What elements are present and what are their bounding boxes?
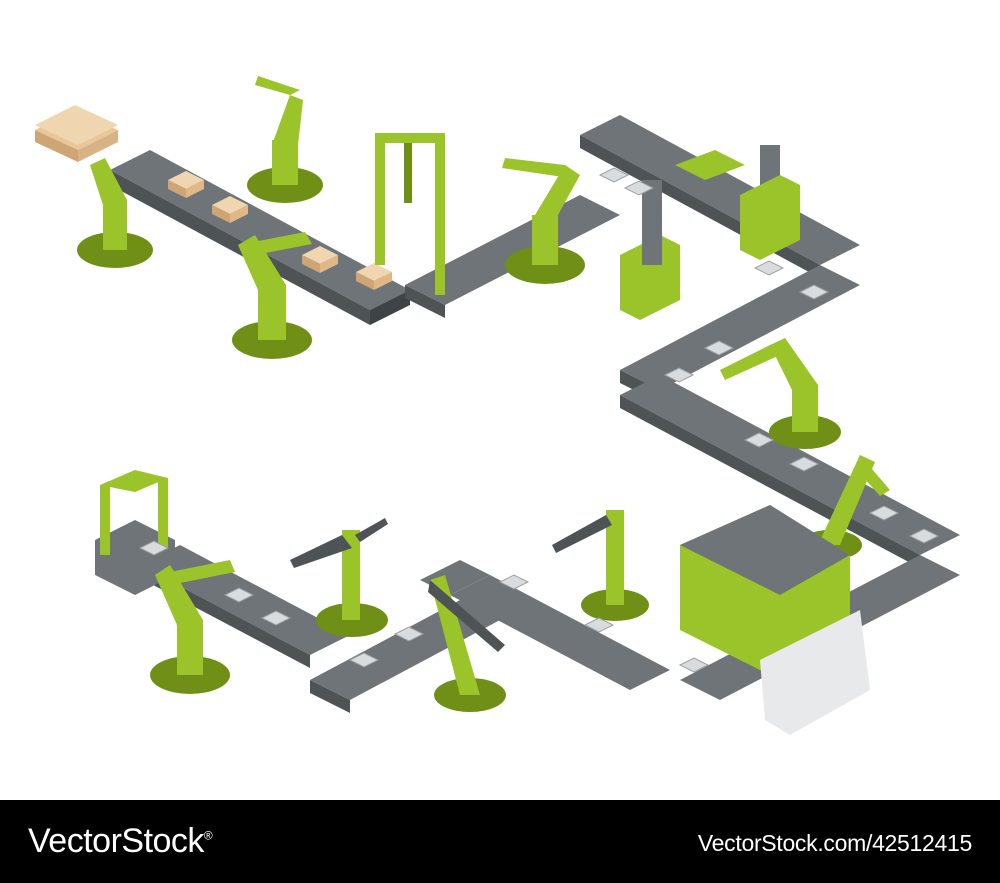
registered-mark: ® — [203, 828, 213, 843]
robot-arm-icon — [232, 232, 312, 359]
robot-arm-icon — [428, 575, 506, 712]
watermark-footer: VectorStock® VectorStock.com/42512415 — [0, 800, 1000, 883]
cardboard-box-icon — [356, 263, 392, 290]
cardboard-box-icon — [212, 196, 248, 223]
gantry-frame-icon — [95, 470, 175, 595]
cardboard-box-icon — [168, 171, 204, 198]
robot-arm-icon — [150, 560, 235, 694]
press-machine-icon — [620, 145, 800, 320]
robot-arm-icon — [720, 338, 841, 449]
pallet-icon — [35, 105, 118, 162]
factory-assembly-line-illustration — [35, 76, 960, 735]
press-machine-icon — [680, 505, 870, 735]
watermark-image-id: VectorStock.com/42512415 — [697, 830, 972, 856]
robot-arm-icon — [77, 158, 153, 268]
robot-arm-icon — [552, 510, 649, 621]
robot-arm-icon — [502, 158, 585, 284]
cardboard-box-icon — [302, 246, 338, 273]
watermark-brand: VectorStock® — [28, 822, 213, 860]
tray-items — [138, 167, 940, 673]
gantry-frame-icon — [375, 133, 445, 295]
robot-arm-icon — [247, 76, 323, 203]
robot-arm-icon — [290, 518, 388, 637]
